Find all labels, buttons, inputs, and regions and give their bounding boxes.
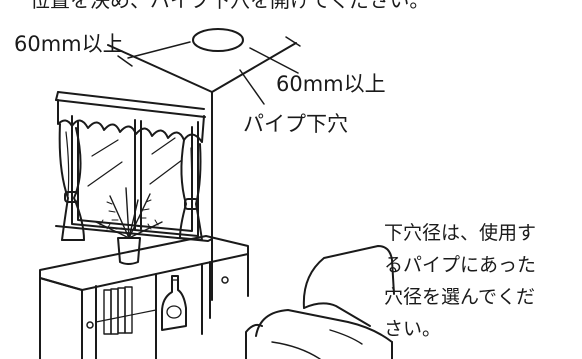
note-line: るパイプにあった (384, 254, 537, 276)
dimension-right-label: 60mm以上 (276, 72, 386, 96)
books (103, 286, 133, 335)
dimension-left-label: 60mm以上 (14, 32, 124, 56)
pipe-hole (192, 28, 244, 52)
curtain-valance (57, 99, 205, 143)
note-line: 下穴径は、使用す (384, 222, 537, 244)
instruction-top-cut: 位置を決め、パイプ下穴を開けてください。 (30, 0, 430, 12)
bottle (161, 275, 187, 331)
note-line: 穴径を選んでくだ (384, 286, 536, 308)
cabinet (39, 235, 249, 359)
note-line: さい。 (384, 318, 442, 340)
ceiling-dimension-lines (117, 36, 301, 74)
potted-plant (95, 187, 163, 265)
pipe-hole-label: パイプ下穴 (243, 112, 348, 136)
sofa (245, 245, 395, 359)
room-corner (107, 42, 297, 301)
pipe-hole-leader (239, 69, 265, 105)
hole-diameter-note: 下穴径は、使用す るパイプにあった 穴径を選んでくだ さい。 (384, 217, 579, 345)
curtain-left (58, 123, 85, 241)
